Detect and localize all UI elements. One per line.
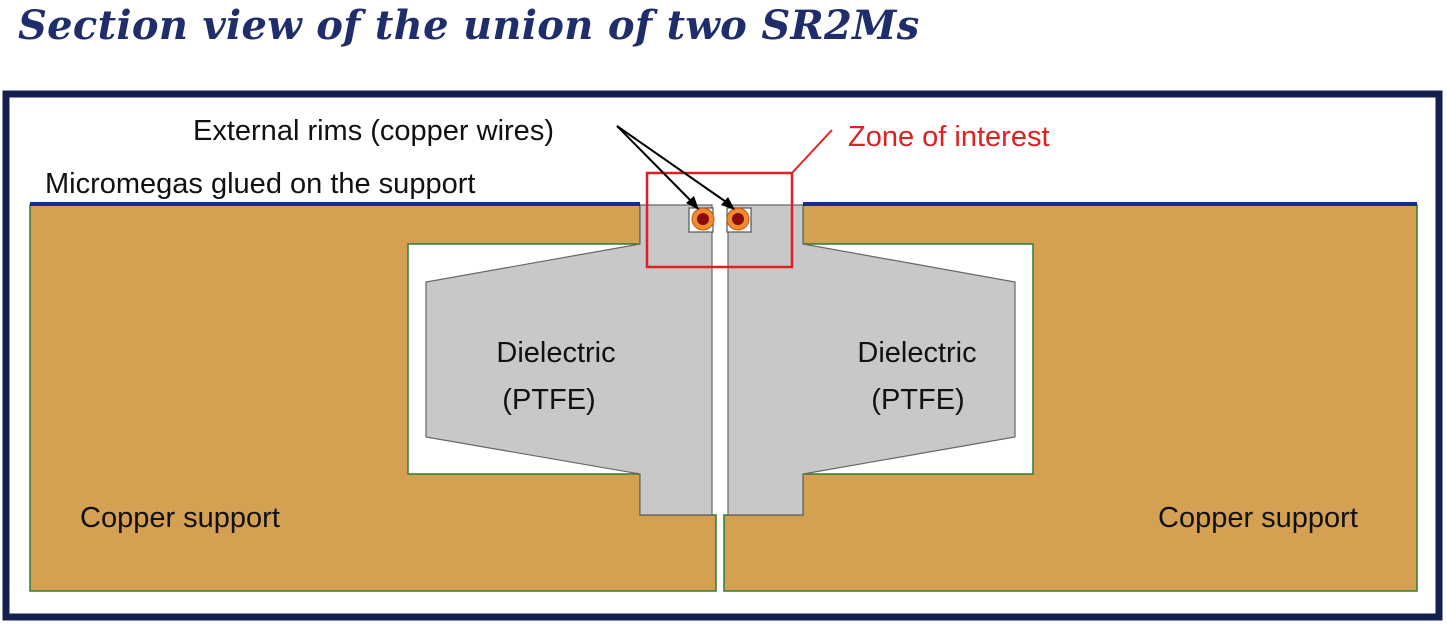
copper-wire-right-core bbox=[732, 213, 744, 225]
zone-of-interest-leader bbox=[791, 129, 833, 174]
micromegas-label: Micromegas glued on the support bbox=[45, 168, 475, 200]
copper-wire-left-core bbox=[697, 213, 709, 225]
zone-of-interest-box bbox=[645, 171, 794, 269]
rim-arrow-left bbox=[616, 125, 695, 205]
dielectric-right bbox=[727, 204, 1016, 516]
external-rims-label: External rims (copper wires) bbox=[193, 115, 554, 147]
copper-support-right-label: Copper support bbox=[1158, 502, 1358, 534]
rim-arrowhead-right bbox=[721, 197, 735, 210]
rim-arrowhead-left bbox=[686, 196, 699, 210]
zone-of-interest-label: Zone of interest bbox=[848, 121, 1050, 153]
dielectric-left-material: (PTFE) bbox=[502, 384, 595, 416]
dielectric-right-label: Dielectric bbox=[857, 337, 976, 369]
dielectric-left-label: Dielectric bbox=[496, 337, 615, 369]
dielectric-right-material: (PTFE) bbox=[871, 384, 964, 416]
copper-support-left-label: Copper support bbox=[80, 502, 280, 534]
page-title: Section view of the union of two SR2Ms bbox=[18, 2, 920, 49]
rim-arrow-right bbox=[616, 125, 730, 205]
dielectric-left bbox=[425, 204, 713, 516]
